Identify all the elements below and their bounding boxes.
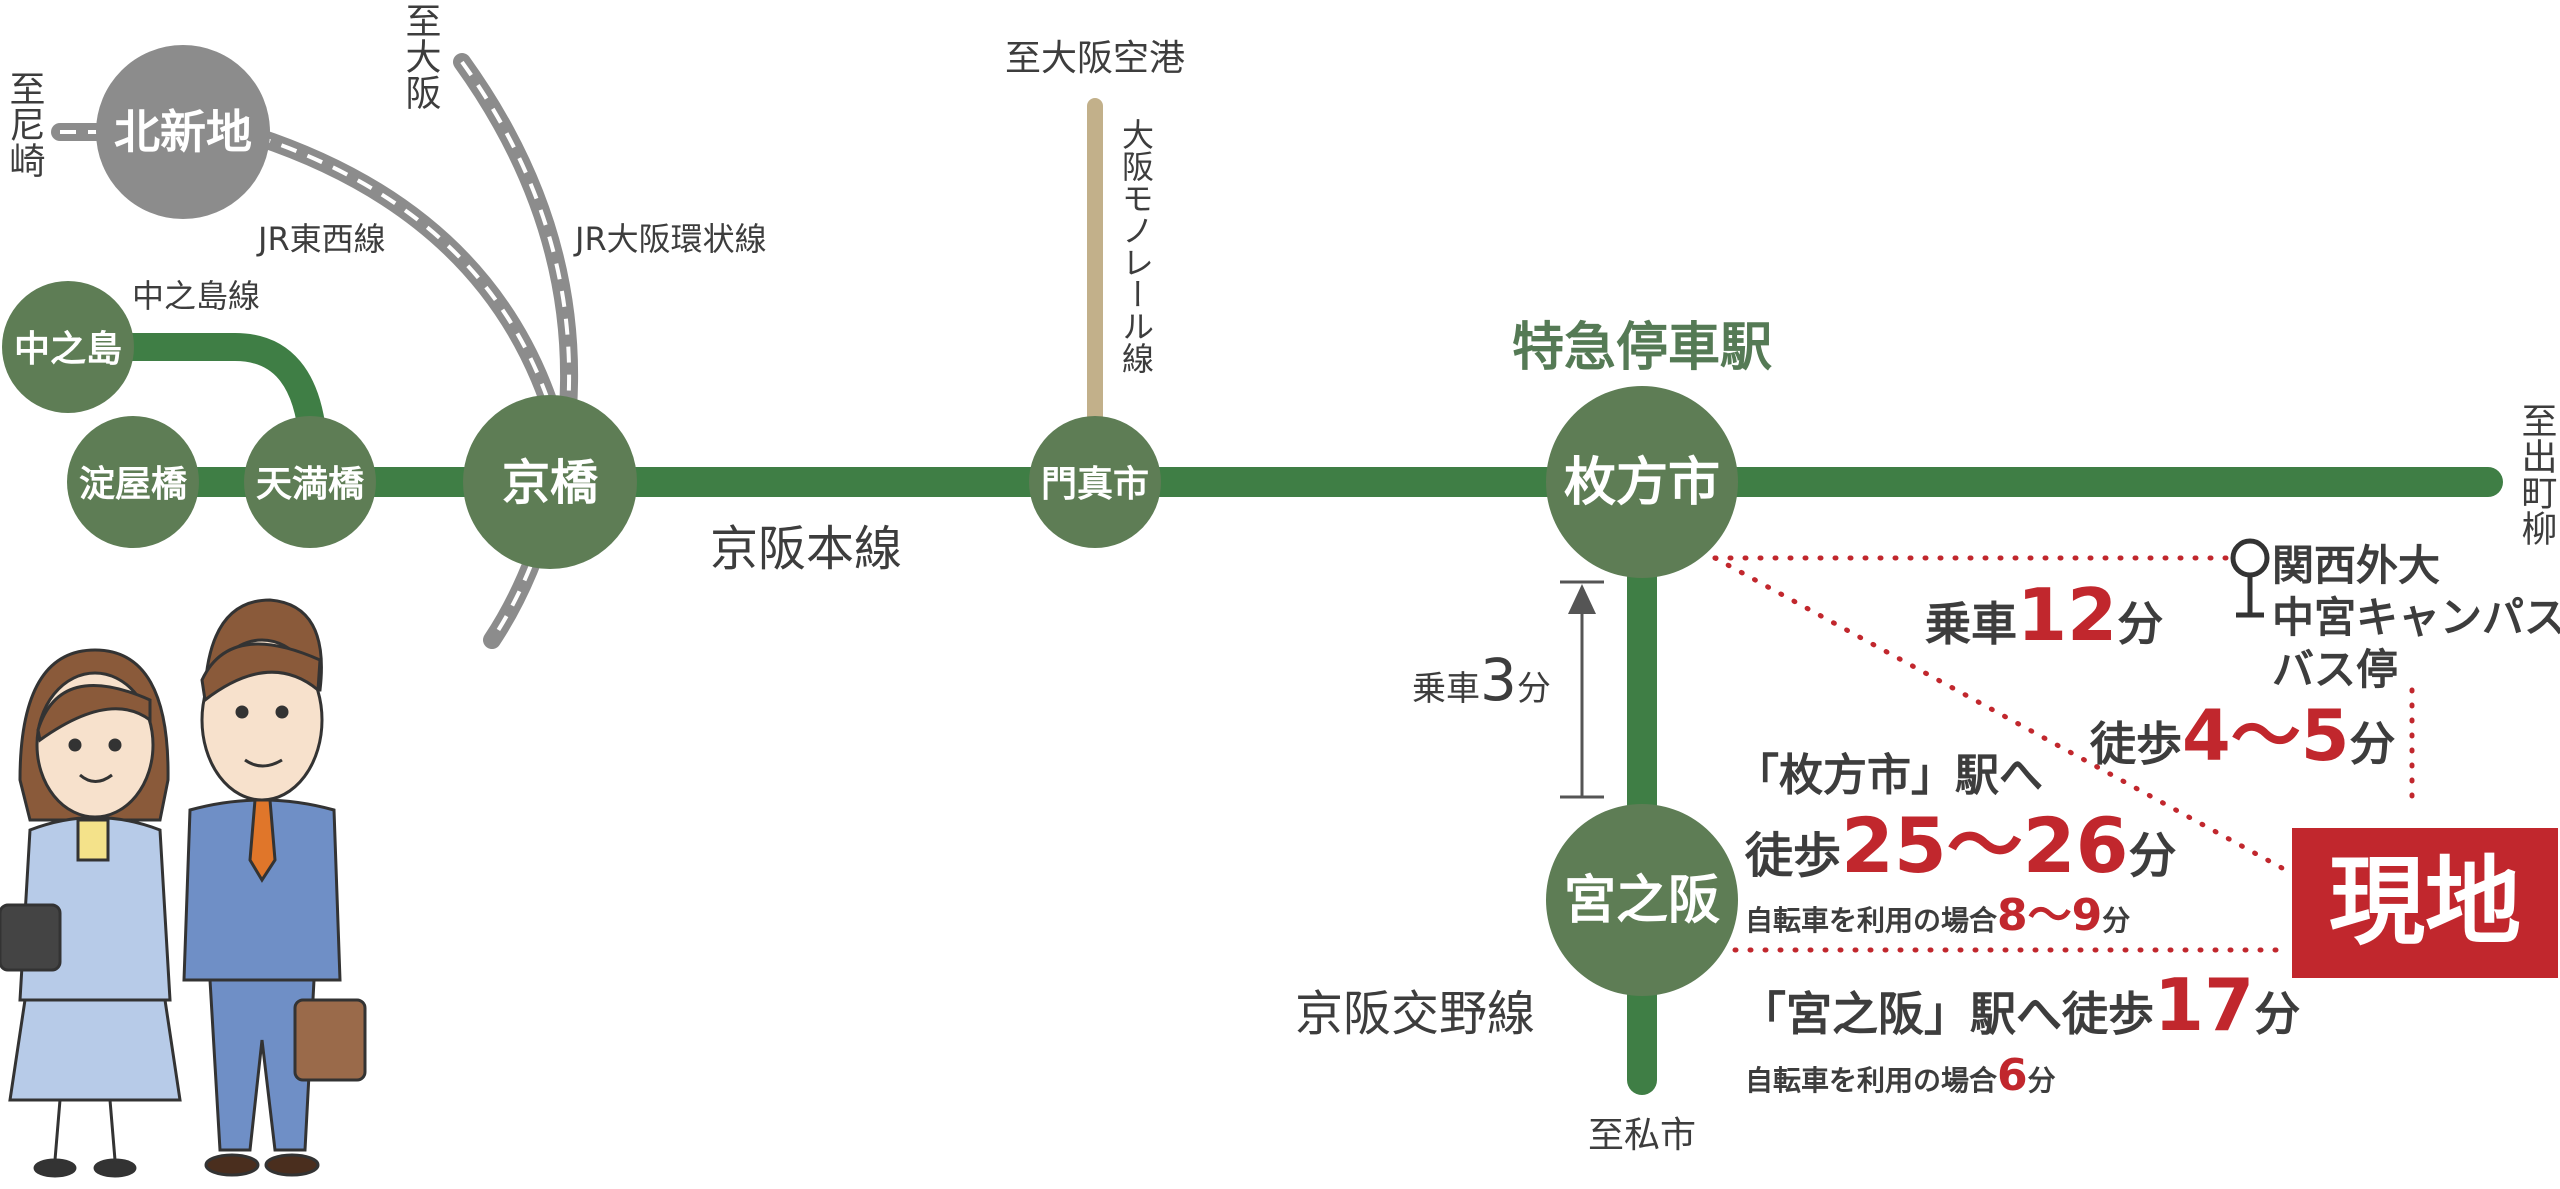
ride-katano-text: 乗車3分 xyxy=(1412,646,1551,714)
station-kadomashi[interactable]: 門真市 xyxy=(1029,416,1161,548)
walk-miyanosaka-text: 「宮之阪」駅へ徒歩17分 xyxy=(1740,963,2300,1047)
svg-text:中之島: 中之島 xyxy=(14,329,122,370)
walk-hirakatashi-text: 徒歩25〜26分 xyxy=(1744,801,2177,890)
bike-hirakatashi-text: 自転車を利用の場合8〜9分 xyxy=(1745,890,2130,941)
keihan-main-label: 京阪本線 xyxy=(710,521,902,577)
man-figure xyxy=(182,598,367,1177)
svg-text:現地: 現地 xyxy=(2329,845,2521,958)
svg-text:中宮キャンパス: 中宮キャンパス xyxy=(2272,593,2560,642)
jr-tozai-label: JR東西線 xyxy=(256,220,386,258)
svg-text:関西外大: 関西外大 xyxy=(2272,541,2440,590)
site-marker[interactable]: 現地 xyxy=(2292,828,2558,978)
svg-text:宮之阪: 宮之阪 xyxy=(1564,871,1720,931)
ride-time-bracket xyxy=(1560,580,1604,799)
station-kitashinchi[interactable]: 北新地 xyxy=(96,45,270,219)
svg-text:門真市: 門真市 xyxy=(1041,464,1149,505)
nakanoshima-line-label: 中之島線 xyxy=(132,277,260,315)
bike-miyanosaka-text: 自転車を利用の場合6分 xyxy=(1745,1050,2056,1101)
businesspeople-illustration xyxy=(0,598,367,1178)
svg-text:天満橋: 天満橋 xyxy=(256,464,364,505)
ride-bus-text: 乗車12分 xyxy=(1925,573,2163,657)
station-hirakatashi[interactable]: 枚方市 xyxy=(1546,386,1738,578)
direction-demachiyanagi: 至出町柳 xyxy=(2516,402,2557,546)
bus-stop[interactable]: 関西外大 中宮キャンパス バス停 xyxy=(2230,538,2560,694)
station-yodoyabashi[interactable]: 淀屋橋 xyxy=(67,416,199,548)
svg-text:北新地: 北新地 xyxy=(114,105,252,159)
direction-kisaichi: 至私市 xyxy=(1588,1115,1696,1156)
walk-bus-text: 徒歩4〜5分 xyxy=(2089,695,2395,777)
station-nakanoshima[interactable]: 中之島 xyxy=(2,281,134,413)
woman-figure xyxy=(0,648,182,1178)
express-stop-label: 特急停車駅 xyxy=(1512,318,1772,378)
svg-text:京橋: 京橋 xyxy=(502,455,599,511)
direction-osaka: 至大阪 xyxy=(400,2,441,110)
station-temmabashi[interactable]: 天満橋 xyxy=(244,416,376,548)
monorail-label: 大阪モノレール線 xyxy=(1117,118,1155,374)
station-miyanosaka[interactable]: 宮之阪 xyxy=(1546,804,1738,996)
bus-stop-icon xyxy=(2230,538,2270,578)
station-kyobashi[interactable]: 京橋 xyxy=(463,395,637,569)
direction-amagasaki: 至尼崎 xyxy=(4,70,45,178)
svg-text:バス停: バス停 xyxy=(2272,645,2398,694)
katano-line-label: 京阪交野線 xyxy=(1295,986,1535,1042)
jr-loop-label: JR大阪環状線 xyxy=(573,220,767,258)
to-hirakatashi-text: 「枚方市」駅へ xyxy=(1735,750,2043,801)
svg-text:枚方市: 枚方市 xyxy=(1564,453,1720,513)
direction-osaka-airport: 至大阪空港 xyxy=(1005,38,1185,79)
svg-text:淀屋橋: 淀屋橋 xyxy=(79,464,187,505)
walk-route-lines xyxy=(1712,555,2415,953)
